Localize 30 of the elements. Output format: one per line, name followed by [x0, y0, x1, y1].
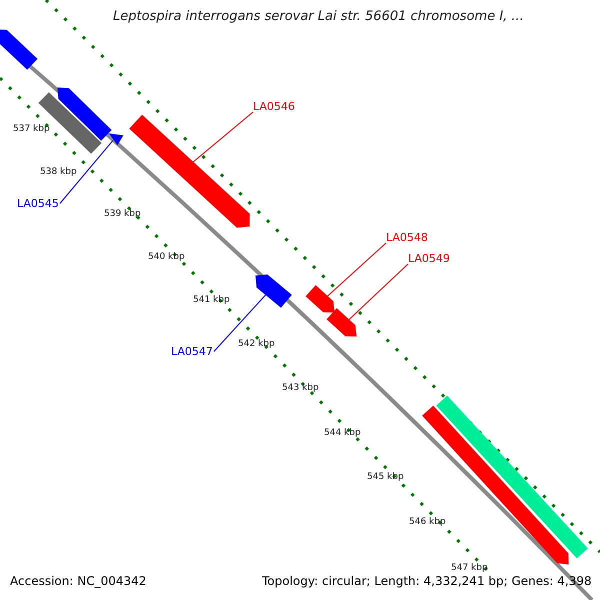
tick-label: 546 kbp [409, 517, 446, 527]
gene-feature [57, 87, 112, 141]
leader-line [326, 242, 386, 297]
tick-label: 543 kbp [282, 383, 319, 393]
gene-feature [0, 29, 38, 70]
leader-line [213, 294, 266, 352]
footer-text: Topology: circular; Length: 4,332,241 bp; Genes: 4,398 [262, 574, 592, 588]
footer-text: Accession: NC_004342 [10, 574, 146, 588]
gene-label: LA0547 [171, 345, 213, 358]
gene-feature [326, 308, 357, 337]
tick-label: 544 kbp [324, 428, 361, 438]
tick-label: 537 kbp [13, 124, 50, 134]
tick-label: 539 kbp [104, 209, 141, 219]
tick-label: 542 kbp [238, 339, 275, 349]
tick-label: 538 kbp [40, 167, 77, 177]
gene-label: LA0545 [17, 197, 59, 210]
tick-label: 541 kbp [193, 295, 230, 305]
tick-label: 547 kbp [451, 563, 488, 573]
leader-line [192, 112, 254, 163]
tick-label: 545 kbp [367, 472, 404, 482]
chart-title: Leptospira interrogans serovar Lai str. 56601 chromosome I, ... [113, 9, 524, 24]
gene-label: LA0548 [386, 231, 428, 244]
gene-feature [255, 274, 292, 308]
tick-label: 540 kbp [148, 252, 185, 262]
gene-feature [108, 133, 124, 145]
leader-line [59, 140, 114, 204]
gene-label: LA0549 [408, 252, 450, 265]
gene-feature [306, 285, 335, 313]
gene-label: LA0546 [253, 100, 295, 113]
leader-line [348, 264, 408, 320]
